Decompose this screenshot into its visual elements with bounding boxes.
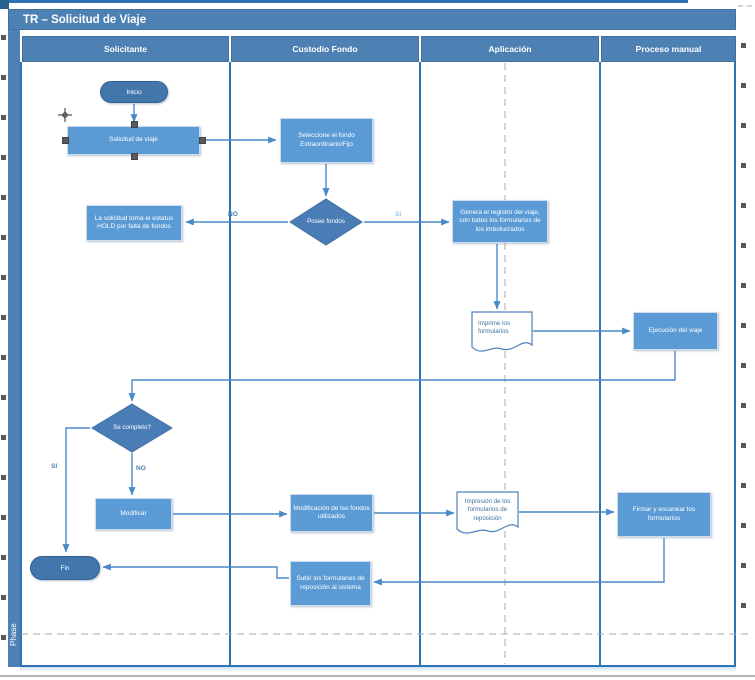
decision-posee-fondos[interactable] — [289, 198, 363, 246]
diagram-title-bar[interactable]: TR – Solicitud de Viaje — [8, 9, 736, 30]
process-label: La solicitud toma el estatus HOLD por fa… — [94, 214, 174, 230]
start-node[interactable]: Inicio — [100, 81, 168, 103]
process-estatus-hold[interactable]: La solicitud toma el estatus HOLD por fa… — [86, 205, 182, 241]
process-label: Solicitud de viaje — [109, 136, 158, 144]
shape-handle-bottom[interactable] — [131, 153, 138, 160]
lane-header-label: Solicitante — [104, 44, 147, 54]
process-firmar-escanear[interactable]: Firmar y escanear los formularios — [617, 492, 711, 537]
selection-handles-left[interactable] — [1, 35, 6, 641]
process-seleccione-fondo[interactable]: Seleccione el fondo Extraordinario/Fijo — [280, 118, 373, 163]
selection-handles-right[interactable] — [741, 43, 746, 635]
shape-handle-right[interactable] — [199, 137, 206, 144]
process-label: Seleccione el fondo Extraordinario/Fijo — [298, 132, 355, 148]
process-modificar[interactable]: Modificar — [95, 498, 172, 530]
page-top-edge — [0, 0, 688, 3]
crosshair-cursor — [58, 108, 72, 122]
process-subir-formularios[interactable]: Subir los formularios de reposición al s… — [290, 561, 371, 606]
connector-subir-fin[interactable] — [102, 563, 289, 579]
process-label: Firmar y escanear los formularios — [632, 506, 696, 522]
end-node[interactable]: Fin — [30, 556, 100, 580]
process-genera-registro[interactable]: Genera el registro del viaje, con todos … — [452, 200, 548, 243]
page-corner-marker — [0, 0, 9, 9]
connector-ejecucion-secompleto[interactable] — [128, 351, 676, 402]
shape-handle-top[interactable] — [131, 121, 138, 128]
lane-header-label: Aplicación — [488, 44, 532, 54]
process-label: Ejecución del viaje — [648, 326, 703, 334]
diagram-title: TR – Solicitud de Viaje — [23, 14, 147, 26]
lane-header-custodio-fondo[interactable]: Custodio Fondo — [231, 36, 419, 62]
edge-label-si: SI — [51, 463, 58, 470]
decision-se-completo[interactable] — [91, 403, 173, 453]
lane-separator-3 — [599, 62, 601, 666]
lane-separator-2 — [419, 62, 421, 666]
lane-header-label: Custodio Fondo — [292, 44, 358, 54]
process-label: Genera el registro del viaje, con todos … — [459, 208, 541, 233]
edge-label-no: NO — [228, 211, 238, 218]
lane-separator-1 — [229, 62, 231, 666]
process-label: Subir los formularios de reposición al s… — [296, 575, 365, 591]
lane-header-label: Proceso manual — [635, 44, 702, 54]
connector-secompleto-fin-si[interactable] — [62, 427, 90, 553]
end-label: Fin — [60, 564, 70, 572]
page-bottom-edge — [0, 675, 755, 677]
shape-handle-left[interactable] — [62, 137, 69, 144]
document-impresion-reposicion[interactable] — [456, 491, 519, 534]
lane-header-solicitante[interactable]: Solicitante — [22, 36, 229, 62]
process-label: Modificación de lso fondos utilizados — [293, 504, 370, 520]
start-label: Inicio — [126, 88, 142, 96]
lane-border-right — [734, 62, 736, 666]
document-imprime-formularios[interactable] — [471, 311, 533, 352]
lane-header-aplicacion[interactable]: Aplicación — [421, 36, 599, 62]
edge-label-si: SI — [395, 211, 402, 218]
lane-bottom-glow — [20, 667, 736, 672]
lane-header-proceso-manual[interactable]: Proceso manual — [601, 36, 736, 62]
process-label: Modificar — [120, 509, 147, 517]
lane-border-left — [20, 62, 22, 666]
lane-border-bottom — [20, 665, 736, 667]
edge-label-no: NO — [136, 465, 146, 472]
phase-bar[interactable]: Phase — [8, 30, 20, 667]
connector-firmar-subir[interactable] — [373, 538, 665, 586]
process-modificacion-fondos[interactable]: Modificación de lso fondos utilizados — [290, 494, 373, 532]
process-ejecucion-viaje[interactable]: Ejecución del viaje — [633, 312, 718, 350]
process-solicitud-viaje[interactable]: Solicitud de viaje — [67, 126, 200, 155]
